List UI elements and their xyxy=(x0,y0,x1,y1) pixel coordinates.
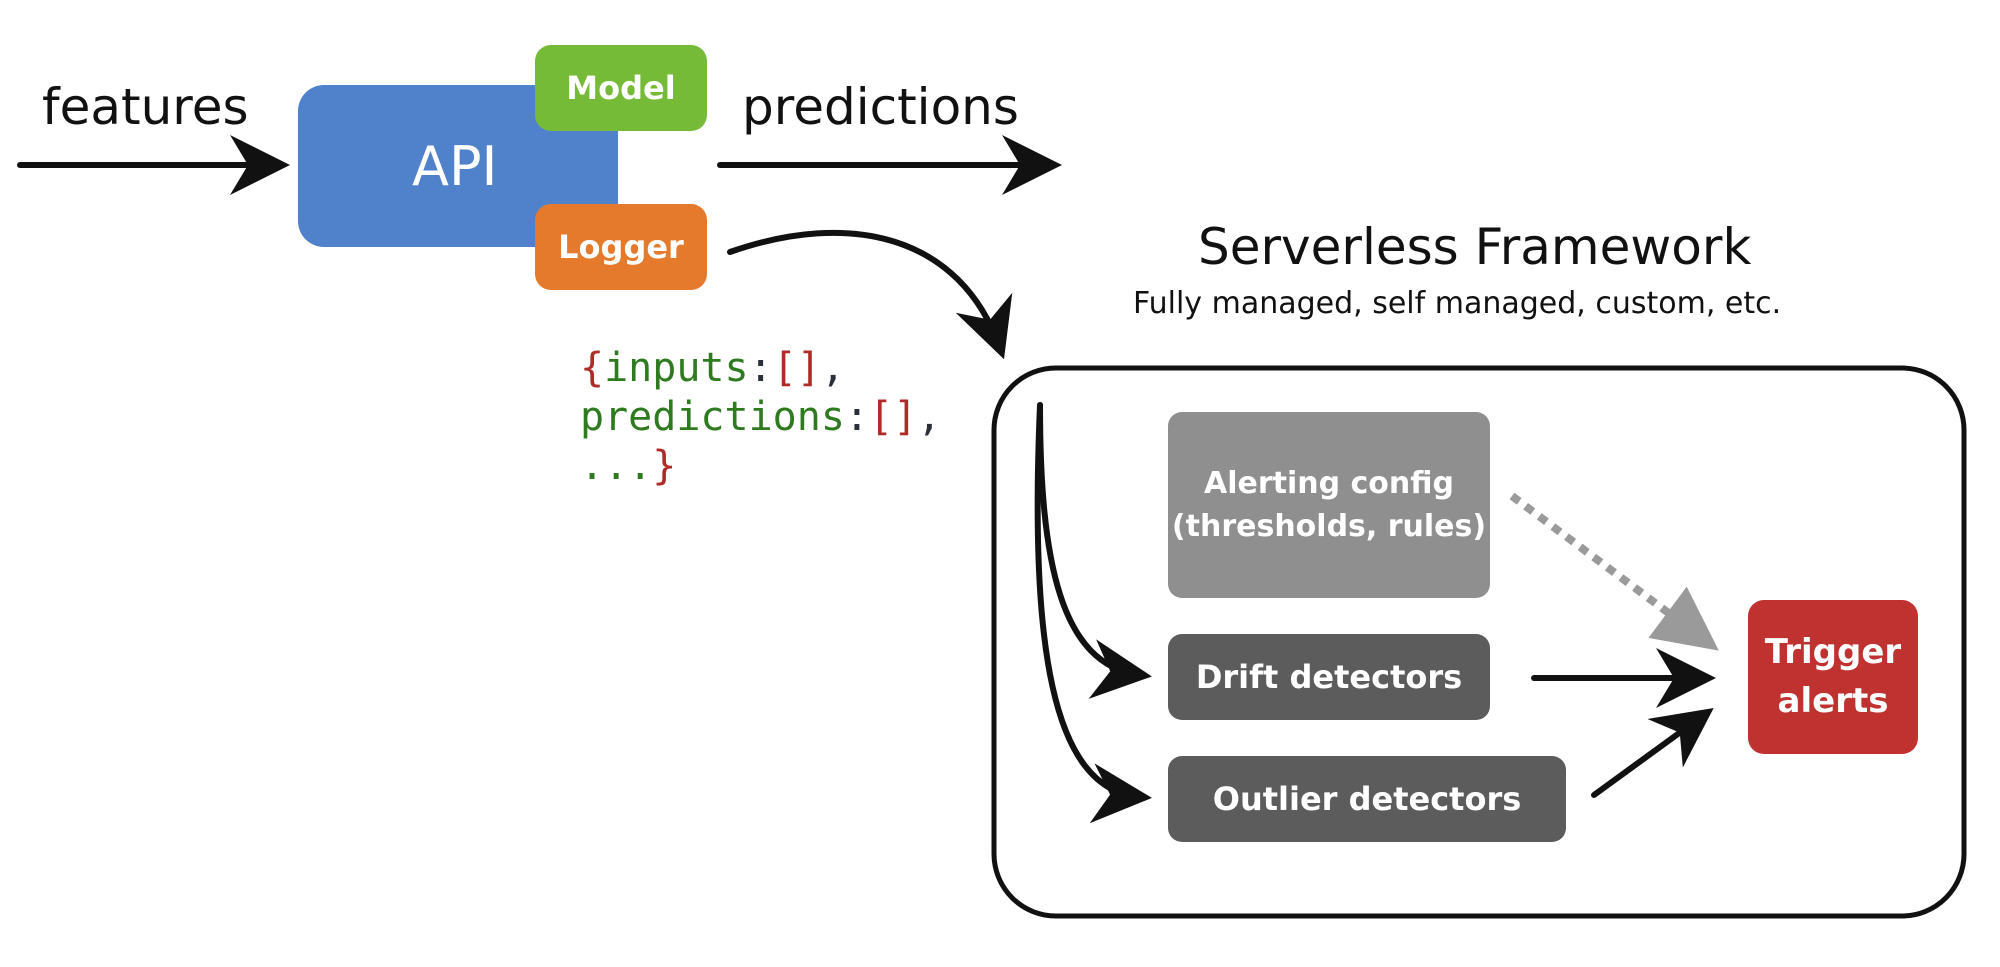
payload-predictions-key: predictions xyxy=(580,394,845,440)
payload-inputs-key: inputs xyxy=(604,345,749,391)
alerting-config-line1: Alerting config xyxy=(1203,465,1454,501)
features-label: features xyxy=(42,78,249,136)
trigger-alerts-box: Trigger alerts xyxy=(1748,600,1918,754)
outlier-detectors-label: Outlier detectors xyxy=(1212,780,1522,818)
logger-to-framework-arrow xyxy=(727,229,1013,360)
payload-colon-2: : xyxy=(844,394,869,440)
api-label: API xyxy=(412,134,498,198)
outlier-detectors-box: Outlier detectors xyxy=(1168,756,1566,842)
logger-label: Logger xyxy=(558,228,684,266)
framework-subtitle: Fully managed, self managed, custom, etc… xyxy=(1133,286,1782,321)
predictions-label: predictions xyxy=(742,78,1019,136)
drift-detectors-box: Drift detectors xyxy=(1168,634,1490,720)
payload-inputs-array: [] xyxy=(772,345,821,391)
alerting-config-box: Alerting config (thresholds, rules) xyxy=(1168,412,1490,598)
logger-box: Logger xyxy=(535,204,707,290)
logged-payload: {inputs:[], predictions:[], ...} xyxy=(580,344,941,491)
payload-brace-close: } xyxy=(652,443,677,489)
payload-comma-2: , xyxy=(917,394,942,440)
trigger-line2: alerts xyxy=(1777,681,1889,721)
config-to-trigger-arrow xyxy=(1509,492,1719,651)
trigger-line1: Trigger xyxy=(1764,631,1902,672)
model-box: Model xyxy=(535,45,707,131)
framework-title: Serverless Framework xyxy=(1198,218,1752,276)
model-label: Model xyxy=(566,69,676,107)
payload-predictions-array: [] xyxy=(869,394,918,440)
alerting-config-line2: (thresholds, rules) xyxy=(1171,509,1487,544)
ingest-to-drift-arrow xyxy=(1037,402,1152,699)
payload-colon-1: : xyxy=(748,345,773,391)
framework-container xyxy=(991,365,1967,919)
payload-brace-open: { xyxy=(580,345,605,391)
payload-ellipsis: ... xyxy=(580,443,653,489)
outlier-to-trigger-arrow xyxy=(1591,707,1714,798)
payload-comma-1: , xyxy=(820,345,845,391)
ingest-to-outlier-arrow xyxy=(1034,402,1152,824)
drift-detectors-label: Drift detectors xyxy=(1195,658,1463,696)
